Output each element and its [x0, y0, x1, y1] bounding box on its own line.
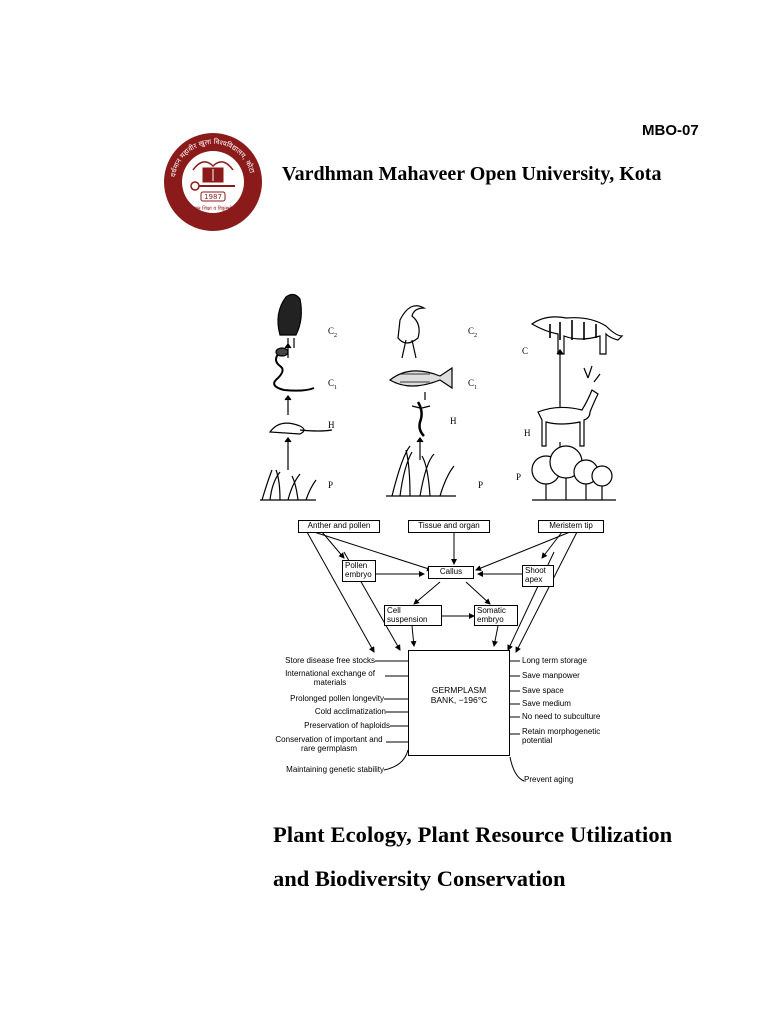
- callus-box: Callus: [428, 566, 474, 579]
- right-benefit-4: Save medium: [522, 699, 571, 708]
- germplasm-diagram: Anther and pollen Tissue and organ Meris…: [262, 512, 632, 794]
- logo-year: 1987: [204, 193, 222, 201]
- chain2-mark-h: H: [450, 416, 457, 426]
- right-benefit-7: Prevent aging: [524, 775, 574, 784]
- food-chain-illustration: C2 C1 H P C2 C1 H P C H P: [260, 293, 624, 501]
- course-code: MBO-07: [642, 122, 699, 139]
- left-benefit-2: International exchange of materials: [285, 669, 375, 687]
- book-title-line-2: and Biodiversity Conservation: [273, 866, 566, 891]
- eagle-figure: [277, 293, 302, 348]
- grass-figure: [260, 469, 317, 501]
- source-meristem-tip: Meristem tip: [538, 520, 604, 533]
- book-title-line-1: Plant Ecology, Plant Resource Utilizatio…: [273, 822, 673, 847]
- university-logo: वर्धमान महावीर खुला विश्वविद्यालय, कोटा …: [164, 133, 262, 231]
- right-benefit-2: Save manpower: [522, 671, 580, 680]
- chain3-mark-h: H: [524, 428, 531, 438]
- left-benefit-7: Maintaining genetic stability: [286, 765, 384, 774]
- chain1-mark-c1: C1: [328, 378, 337, 391]
- cell-suspension-box: Cell suspension: [384, 605, 442, 626]
- right-benefit-3: Save space: [522, 686, 564, 695]
- right-benefit-1: Long term storage: [522, 656, 587, 665]
- germplasm-bank-box: GERMPLASM BANK, −196°C: [408, 650, 510, 756]
- deer-figure: [537, 365, 601, 447]
- chain2-mark-c1: C1: [468, 378, 477, 391]
- chain3-mark-c: C: [522, 346, 528, 356]
- logo-motto: जन शिक्षा व विकुम्भो: [194, 205, 233, 212]
- fish-figure: [388, 366, 453, 390]
- bank-line-2: BANK, −196°C: [430, 695, 488, 705]
- source-anther-pollen: Anther and pollen: [298, 520, 380, 533]
- chain2-mark-c2: C2: [468, 326, 477, 339]
- left-benefit-1: Store disease free stocks: [285, 656, 375, 665]
- right-benefit-5: No need to subculture: [522, 712, 601, 721]
- rat-figure: [268, 422, 333, 435]
- left-benefit-3: Prolonged pollen longevity: [290, 694, 384, 703]
- heron-figure: [397, 305, 427, 359]
- chain1-mark-p: P: [328, 480, 333, 490]
- chain3-mark-p: P: [516, 472, 521, 482]
- left-benefit-6: Conservation of important and rare germp…: [275, 735, 383, 753]
- chain2-mark-p: P: [478, 480, 483, 490]
- diagram-arrows: [306, 531, 578, 782]
- right-benefit-6: Retain morphogenetic potential: [522, 727, 601, 745]
- aquatic-plants-figure: [386, 445, 456, 497]
- snake-figure: [273, 347, 315, 392]
- bank-line-1: GERMPLASM: [431, 685, 487, 695]
- shrubs-figure: [531, 445, 616, 501]
- chain1-mark-c2: C2: [328, 326, 337, 339]
- source-tissue-organ: Tissue and organ: [408, 520, 490, 533]
- university-name: Vardhman Mahaveer Open University, Kota: [282, 163, 662, 185]
- somatic-embryo-box: Somatic embryo: [474, 605, 518, 626]
- tiger-figure: [530, 316, 624, 355]
- pollen-embryo-box: Pollen embryo: [342, 560, 376, 582]
- chain1-mark-h: H: [328, 420, 335, 430]
- shoot-apex-box: Shoot apex: [522, 565, 554, 587]
- larva-figure: [411, 401, 431, 437]
- left-benefit-5: Preservation of haploids: [304, 721, 390, 730]
- left-benefit-4: Cold acclimatization: [314, 707, 386, 716]
